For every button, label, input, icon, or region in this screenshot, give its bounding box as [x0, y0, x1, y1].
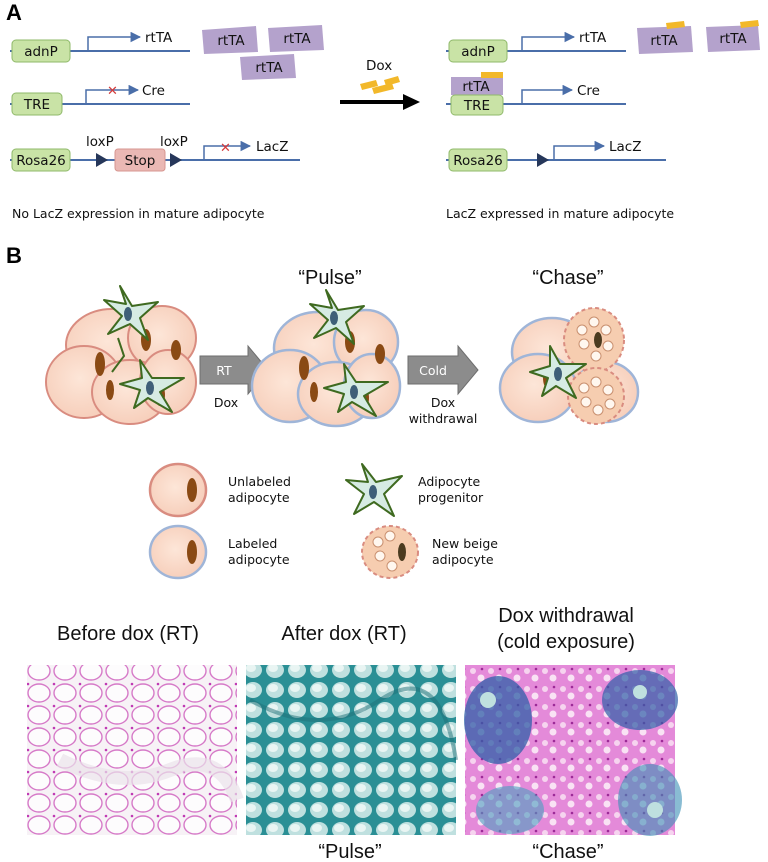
- promoter-label: adnP: [24, 44, 58, 60]
- transcription-arrow: [85, 84, 140, 104]
- cold-arrow-caption-1: Dox: [431, 395, 455, 410]
- stop-label: Stop: [125, 153, 156, 169]
- panel-a-letter: A: [6, 0, 22, 25]
- rttA-protein-2: rtTA: [268, 25, 324, 52]
- promoter-label: Rosa26: [16, 153, 66, 169]
- cluster-labeled: [250, 289, 402, 428]
- left-construct-tre: TRE ✕ Cre: [10, 83, 190, 116]
- rttA-protein-3: rtTA: [240, 54, 296, 80]
- micrograph-title-after: After dox (RT): [281, 623, 406, 645]
- panel-b-letter: B: [6, 243, 22, 268]
- svg-text:New beige: New beige: [432, 536, 498, 551]
- svg-text:Dox: Dox: [366, 58, 392, 74]
- svg-text:RT: RT: [216, 363, 232, 378]
- micrograph-title-before: Before dox (RT): [57, 623, 199, 645]
- right-construct-adnp: adnP rtTA: [446, 30, 626, 63]
- svg-text:rtTA: rtTA: [650, 33, 678, 49]
- legend-unlabeled-adipocyte: Unlabeled adipocyte: [148, 462, 291, 518]
- stop-box: [114, 148, 166, 172]
- loxp-site-icon: [96, 153, 108, 167]
- loxp-label: loxP: [160, 134, 188, 150]
- svg-text:rtTA: rtTA: [462, 79, 490, 95]
- cross-icon: ✕: [107, 84, 118, 99]
- left-caption: No LacZ expression in mature adipocyte: [12, 206, 265, 221]
- micrograph-before-dox: [27, 665, 244, 835]
- right-caption: LacZ expressed in mature adipocyte: [446, 206, 674, 221]
- promoter-label: adnP: [461, 44, 495, 60]
- micrograph-title-withdrawal-1: Dox withdrawal: [498, 605, 634, 627]
- gene-label: LacZ: [609, 139, 641, 155]
- svg-text:Unlabeled: Unlabeled: [228, 474, 291, 489]
- gene-label: LacZ: [256, 139, 288, 155]
- svg-text:adipocyte: adipocyte: [228, 490, 290, 505]
- promoter-box: [11, 148, 71, 172]
- cold-arrow-caption-2: withdrawal: [409, 411, 478, 426]
- rttA-dox-protein-2: rtTA: [706, 20, 760, 52]
- legend-new-beige-adipocyte: New beige adipocyte: [361, 525, 498, 579]
- svg-text:adipocyte: adipocyte: [432, 552, 494, 567]
- gene-label: rtTA: [145, 30, 173, 46]
- svg-text:progenitor: progenitor: [418, 490, 484, 505]
- right-construct-tre: rtTA TRE Cre: [446, 72, 626, 116]
- transcription-arrow: [553, 140, 606, 160]
- gene-label: Cre: [142, 83, 165, 99]
- chase-title: “Chase”: [532, 267, 603, 289]
- promoter-box: [11, 39, 71, 63]
- bottom-pulse-label: “Pulse”: [318, 841, 381, 862]
- bottom-chase-label: “Chase”: [532, 841, 603, 862]
- loxp-label: loxP: [86, 134, 114, 150]
- dox-molecule-icon: [360, 80, 378, 90]
- svg-text:rtTA: rtTA: [719, 31, 747, 47]
- loxp-site-icon: [537, 153, 549, 167]
- svg-text:Adipocyte: Adipocyte: [418, 474, 480, 489]
- promoter-label: Rosa26: [453, 153, 503, 169]
- beige-adipocyte-icon: [567, 367, 625, 425]
- svg-text:rtTA: rtTA: [255, 60, 283, 76]
- left-construct-rosa26: Rosa26 loxP Stop loxP ✕ LacZ: [10, 134, 300, 172]
- legend-adipocyte-progenitor: Adipocyte progenitor: [345, 463, 484, 517]
- svg-text:rtTA: rtTA: [217, 33, 245, 49]
- svg-text:rtTA: rtTA: [283, 31, 311, 47]
- dox-reaction-arrow: Dox: [340, 58, 420, 110]
- gene-label: Cre: [577, 83, 600, 99]
- loxp-site-icon: [170, 153, 182, 167]
- micrograph-after-dox: [246, 665, 458, 835]
- micrograph-title-withdrawal-2: (cold exposure): [497, 631, 635, 653]
- transcription-arrow: [521, 84, 574, 104]
- promoter-label: TRE: [463, 98, 490, 114]
- micrograph-dox-withdrawal: [464, 665, 682, 836]
- svg-text:adipocyte: adipocyte: [228, 552, 290, 567]
- left-construct-adnp: adnP rtTA: [10, 30, 190, 63]
- cold-arrow: Cold Dox withdrawal: [407, 344, 479, 426]
- cluster-chase: [498, 307, 640, 425]
- svg-text:Labeled: Labeled: [228, 536, 277, 551]
- cross-icon: ✕: [220, 141, 231, 156]
- transcription-arrow: [203, 140, 252, 160]
- transcription-arrow: [87, 31, 142, 51]
- svg-text:Cold: Cold: [419, 363, 447, 378]
- pulse-title: “Pulse”: [298, 267, 361, 289]
- transcription-arrow: [521, 31, 576, 51]
- promoter-label: TRE: [23, 97, 50, 113]
- promoter-box: [448, 39, 508, 63]
- bound-rtta-protein: [451, 77, 503, 95]
- legend-labeled-adipocyte: Labeled adipocyte: [148, 524, 290, 580]
- dox-molecule-icon: [481, 72, 503, 78]
- rttA-protein-1: rtTA: [202, 26, 258, 54]
- promoter-box: [448, 148, 508, 172]
- beige-adipocyte-icon: [563, 307, 625, 373]
- rt-arrow-caption: Dox: [214, 395, 238, 410]
- gene-label: rtTA: [579, 30, 607, 46]
- cluster-unlabeled: [45, 285, 197, 425]
- rttA-dox-protein-1: rtTA: [637, 21, 693, 54]
- promoter-box: [450, 94, 504, 116]
- right-construct-rosa26: Rosa26 LacZ: [446, 139, 666, 172]
- promoter-box: [11, 92, 63, 116]
